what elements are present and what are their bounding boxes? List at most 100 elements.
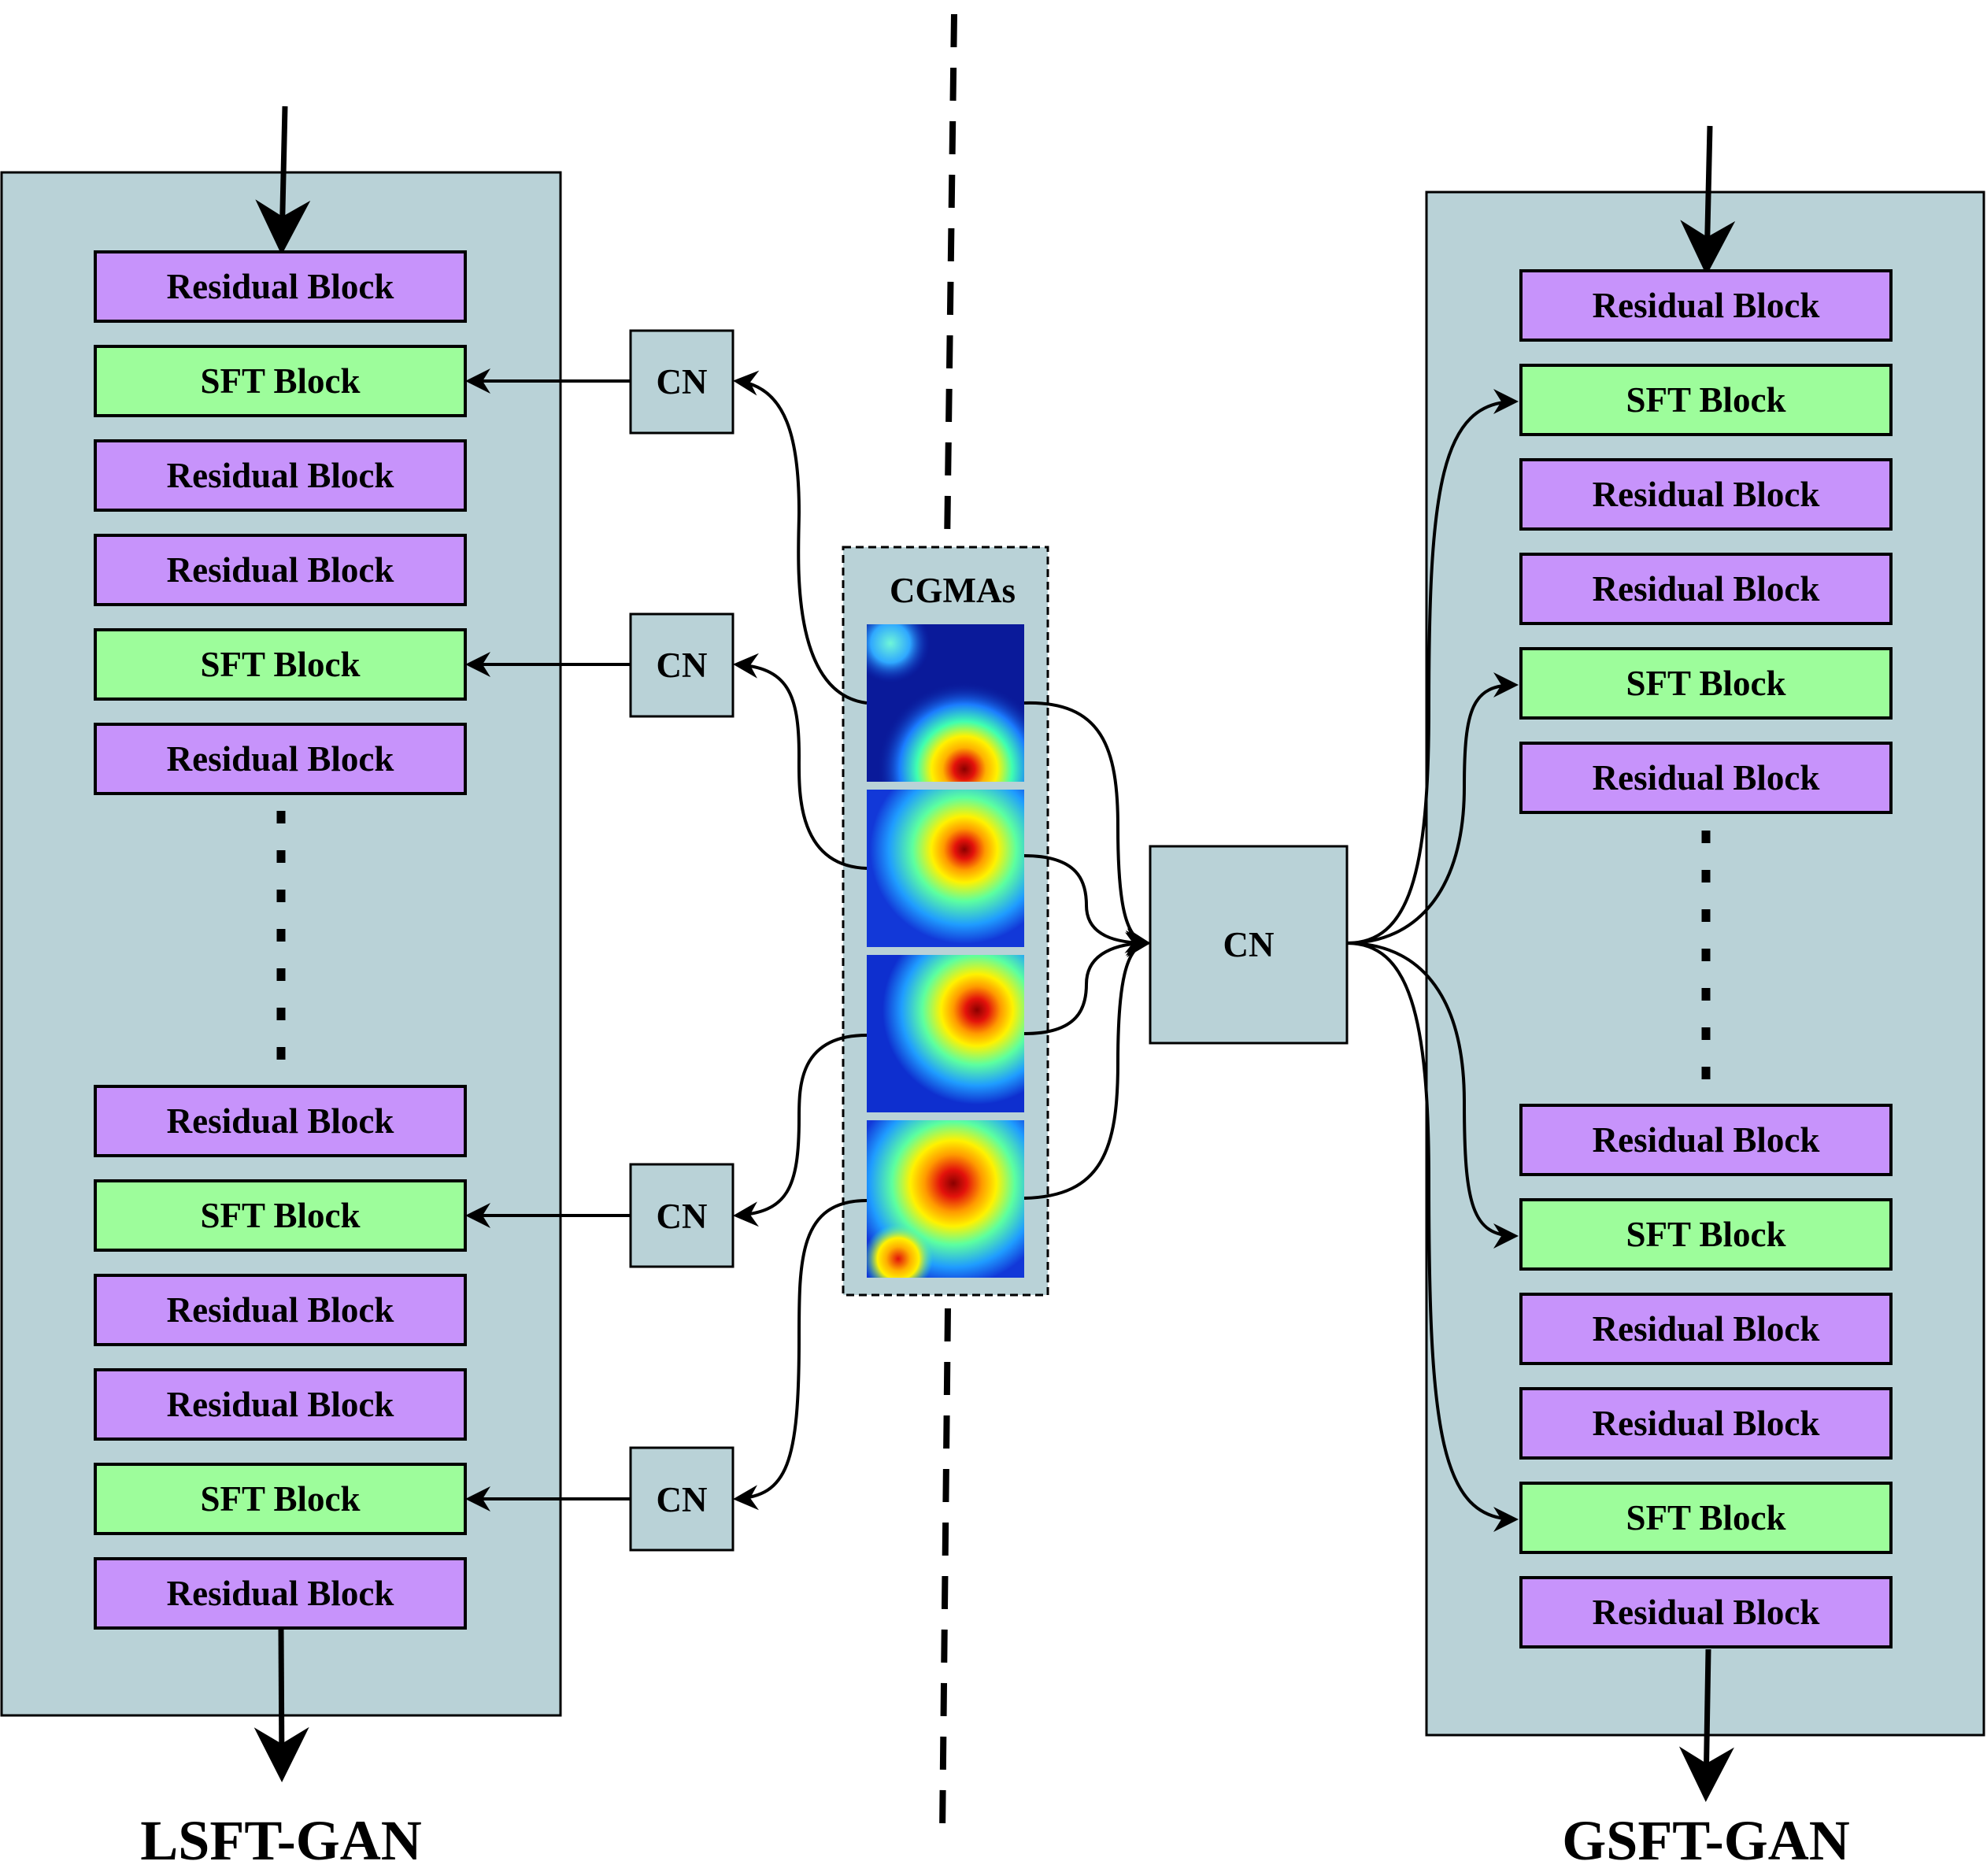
sft-block: SFT Block — [1519, 364, 1893, 436]
sft-block: SFT Block — [1519, 1482, 1893, 1554]
residual-block-label: Residual Block — [1593, 1404, 1820, 1443]
lsft-cn-boxes: CN CN CN CN — [629, 329, 734, 1552]
cn-box: CN — [629, 612, 734, 718]
residual-block: Residual Block — [94, 723, 467, 795]
residual-block-label: Residual Block — [167, 1385, 394, 1424]
sft-block-label: SFT Block — [201, 1479, 361, 1519]
lsft-gan-title: LSFT-GAN — [140, 1809, 421, 1872]
residual-block-box — [1519, 1387, 1893, 1460]
attention-map-2 — [867, 790, 1024, 947]
cn-box: CN — [629, 1163, 734, 1268]
cn-to-sft-arrows — [465, 368, 631, 1512]
center-cn-to-sft-curves — [1346, 389, 1519, 1532]
residual-block-box — [1519, 742, 1893, 814]
residual-block: Residual Block — [94, 1557, 467, 1630]
sft-block-label: SFT Block — [201, 1196, 361, 1235]
residual-block: Residual Block — [94, 1274, 467, 1346]
residual-block: Residual Block — [1519, 458, 1893, 531]
residual-block-label: Residual Block — [167, 739, 394, 779]
residual-block-box — [1519, 269, 1893, 342]
sft-block-box — [1519, 1482, 1893, 1554]
output-arrow — [1678, 1648, 1734, 1802]
sft-block: SFT Block — [94, 345, 467, 417]
residual-block-box — [94, 250, 467, 323]
sft-block-box — [1519, 647, 1893, 720]
residual-block-label: Residual Block — [167, 1574, 394, 1613]
residual-block-label: Residual Block — [167, 1290, 394, 1330]
sft-block-label: SFT Block — [1626, 664, 1786, 703]
residual-block-box — [94, 439, 467, 512]
sft-block-label: SFT Block — [1626, 1498, 1786, 1537]
sft-block-box — [1519, 1198, 1893, 1271]
residual-block-label: Residual Block — [1593, 1593, 1820, 1632]
residual-block-box — [1519, 458, 1893, 531]
residual-block-label: Residual Block — [1593, 758, 1820, 797]
residual-block-label: Residual Block — [1593, 286, 1820, 325]
attention-map-4 — [867, 1120, 1024, 1278]
sft-block-box — [94, 1179, 467, 1252]
sft-block-label: SFT Block — [201, 361, 361, 401]
residual-block: Residual Block — [94, 439, 467, 512]
residual-block-box — [94, 723, 467, 795]
cn-box: CN — [629, 329, 734, 435]
residual-block-box — [1519, 553, 1893, 625]
residual-block-box — [94, 1085, 467, 1157]
cn-label: CN — [657, 1480, 708, 1519]
residual-block-label: Residual Block — [167, 1101, 394, 1141]
residual-block-label: Residual Block — [167, 267, 394, 306]
cn-label: CN — [657, 646, 708, 685]
residual-block-label: Residual Block — [167, 456, 394, 495]
residual-block-label: Residual Block — [1593, 569, 1820, 609]
sft-block: SFT Block — [94, 1179, 467, 1252]
sft-block-box — [1519, 364, 1893, 436]
attention-map-1 — [867, 624, 1024, 782]
sft-block: SFT Block — [1519, 647, 1893, 720]
sft-block-label: SFT Block — [1626, 380, 1786, 420]
residual-block: Residual Block — [94, 534, 467, 606]
sft-block-label: SFT Block — [201, 645, 361, 684]
residual-block-box — [94, 1368, 467, 1441]
residual-block-label: Residual Block — [167, 550, 394, 590]
input-arrow — [255, 105, 311, 255]
residual-block: Residual Block — [1519, 1293, 1893, 1365]
residual-block-box — [1519, 1576, 1893, 1648]
sft-block: SFT Block — [94, 1463, 467, 1535]
residual-block: Residual Block — [94, 1085, 467, 1157]
residual-block: Residual Block — [1519, 1576, 1893, 1648]
residual-block-box — [1519, 1293, 1893, 1365]
output-arrow — [253, 1629, 309, 1782]
residual-block-box — [94, 1274, 467, 1346]
cn-box: CN — [629, 1446, 734, 1552]
cn-label: CN — [1223, 925, 1275, 964]
residual-block-label: Residual Block — [1593, 1309, 1820, 1349]
cn-label: CN — [657, 362, 708, 401]
sft-block-box — [94, 345, 467, 417]
input-arrow — [1680, 125, 1736, 276]
central-cn-box: CN — [1149, 845, 1349, 1045]
sft-block: SFT Block — [94, 628, 467, 701]
cgmas-label: CGMAs — [890, 571, 1016, 610]
residual-block-box — [1519, 1104, 1893, 1176]
cn-label: CN — [657, 1197, 708, 1236]
residual-block: Residual Block — [94, 1368, 467, 1441]
residual-block-box — [94, 1557, 467, 1630]
residual-block-label: Residual Block — [1593, 1120, 1820, 1160]
residual-block: Residual Block — [1519, 553, 1893, 625]
residual-block: Residual Block — [1519, 1387, 1893, 1460]
center-divider — [939, 13, 957, 1835]
residual-block-box — [94, 534, 467, 606]
gsft-gan-title: GSFT-GAN — [1562, 1809, 1849, 1872]
residual-block: Residual Block — [1519, 269, 1893, 342]
sft-block-label: SFT Block — [1626, 1215, 1786, 1254]
cgmas-panel: CGMAs — [842, 546, 1049, 1297]
map-to-center-cn-curves — [1023, 701, 1151, 1200]
sft-block: SFT Block — [1519, 1198, 1893, 1271]
map-to-cn-curves — [733, 370, 868, 1511]
